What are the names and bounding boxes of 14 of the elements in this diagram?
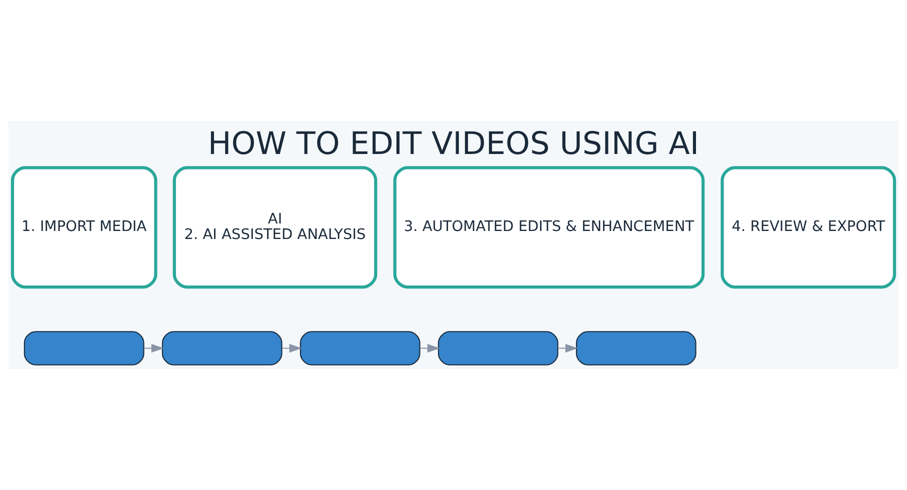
arrow — [558, 344, 578, 353]
node-bar — [162, 331, 282, 366]
arrow — [144, 344, 164, 353]
node-bar — [576, 331, 696, 366]
arrow — [282, 344, 302, 353]
node-box: 1. IMPORT MEDIA — [10, 166, 158, 289]
node-box: 3. AUTOMATED EDITS & ENHANCEMENT — [393, 166, 705, 289]
node-bar — [24, 331, 144, 366]
diagram-title: HOW TO EDIT VIDEOS USING AI — [208, 126, 700, 162]
node-bar — [438, 331, 558, 366]
node-bar — [300, 331, 420, 366]
node-box: AI 2. AI ASSISTED ANALYSIS — [172, 166, 378, 289]
node-box: 4. REVIEW & EXPORT — [720, 166, 896, 289]
arrow — [420, 344, 440, 353]
